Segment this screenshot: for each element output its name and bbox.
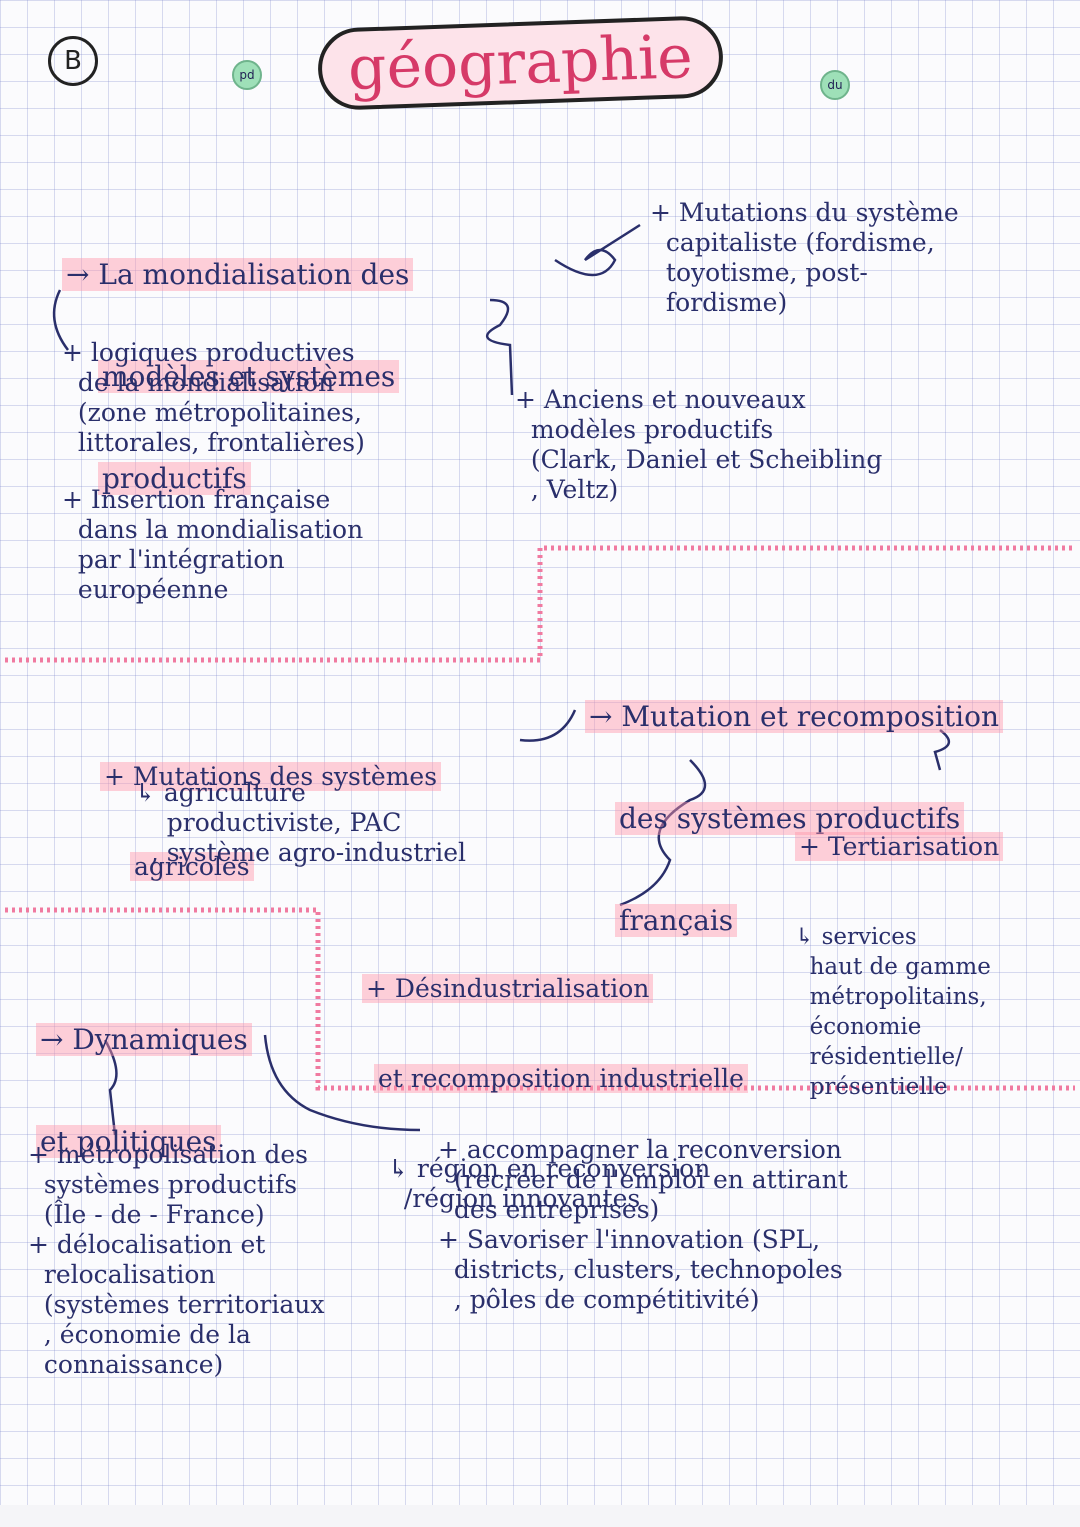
arrow-curl-center [486, 298, 514, 396]
arrow-to-tertiaire [933, 729, 950, 771]
dynamiques-title-line: et politiques [36, 1125, 221, 1158]
mondialisation-item-logiques: + logiques productives de la mondialisat… [62, 338, 365, 457]
dynamiques-title: → Dynamiques et politiques [36, 955, 252, 1193]
arrow-down-left [52, 289, 69, 351]
separator-top [5, 545, 1075, 663]
sticker-left: pd [232, 60, 262, 90]
mondialisation-title-line: → La mondialisation des [62, 258, 414, 291]
tertiarisation-title: + Tertiarisation [795, 832, 1004, 861]
recomposition-title-line: → Mutation et recomposition [585, 700, 1003, 733]
desindustrialisation-title: + Désindustrialisation [362, 974, 654, 1003]
arrow-to-metropolisation [103, 1039, 118, 1136]
mutations-capitalisme-text: + Mutations du système capitaliste (ford… [650, 198, 959, 317]
desindustrialisation-line2: et recomposition industrielle [374, 1064, 748, 1093]
tertiarisation-detail: ↳ services haut de gamme métropolitains,… [795, 924, 991, 1100]
agricoles-detail: ↳ agriculture productiviste, PAC , systè… [135, 778, 467, 867]
mondialisation-title-line: modèles et systèmes [98, 360, 400, 393]
recomposition-title-line: des systèmes productifs [615, 802, 965, 835]
dynamiques-title-line: → Dynamiques [36, 1023, 252, 1056]
desindustrialisation-detail: ↳ région en reconversion /région innovan… [388, 1154, 711, 1213]
accompagner-text: + accompagner la reconversion (recréer d… [438, 1135, 848, 1314]
arrow-to-desindus [619, 759, 707, 907]
section-badge: B [48, 36, 98, 86]
mondialisation-title: → La mondialisation des modèles et systè… [62, 190, 414, 530]
modeles-productifs-text: + Anciens et nouveaux modèles productifs… [515, 385, 883, 504]
mondialisation-item-insertion: + Insertion française dans la mondialisa… [62, 485, 364, 604]
tertiarisation-block: + Tertiarisation ↳ services haut de gamm… [795, 772, 1004, 1132]
sticker-right: du [820, 70, 850, 100]
page-title: géographie [316, 14, 724, 112]
arrow-to-accompagner [263, 1034, 421, 1132]
metropolisation-text: + métropolisation des systèmes productif… [28, 1140, 325, 1379]
arrow-to-mutations [554, 223, 641, 277]
desindustrialisation-block: + Désindustrialisation et recomposition … [362, 914, 748, 1244]
agricoles-title: + Mutations des systèmes agricoles [100, 702, 442, 912]
mondialisation-title-line: productifs [98, 462, 251, 495]
agricoles-title-line: + Mutations des systèmes [100, 762, 442, 791]
recomposition-title: → Mutation et recomposition des systèmes… [585, 632, 1003, 972]
agricoles-title-line: agricoles [130, 852, 254, 881]
recomposition-title-line: français [615, 904, 738, 937]
arrow-to-agricoles [519, 709, 577, 742]
separator-bottom [5, 907, 1075, 1091]
page-bottom-edge [0, 1505, 1080, 1527]
